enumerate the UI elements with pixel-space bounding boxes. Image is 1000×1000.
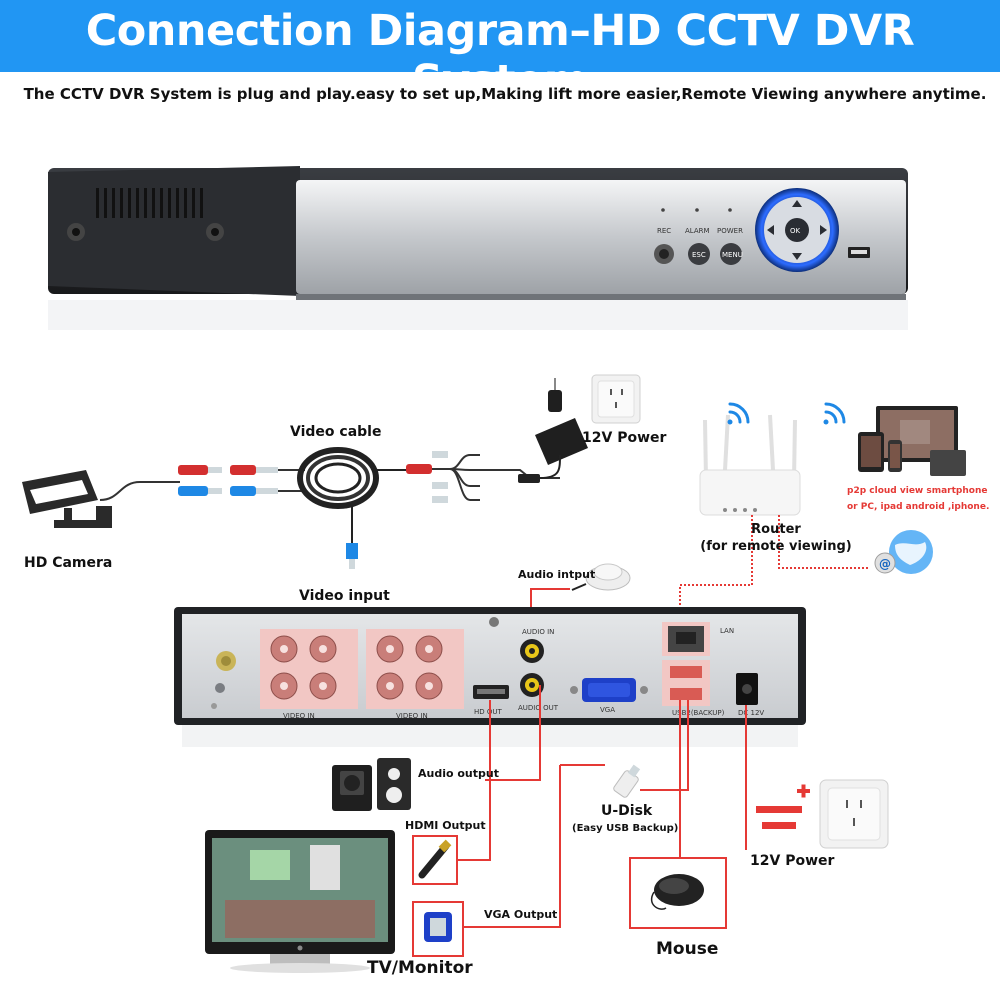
tv-monitor-label: TV/Monitor [367, 958, 473, 978]
rec-label: REC [657, 227, 671, 235]
lan-label: LAN [720, 627, 734, 635]
vga-label: VGA [600, 706, 615, 714]
microphone-icon [571, 563, 631, 591]
down-arrow-icon [792, 253, 802, 260]
video-cable-label: Video cable [290, 424, 382, 440]
alarm-label: ALARM [685, 227, 710, 235]
svg-text:@: @ [879, 557, 891, 571]
navigation-control-ring[interactable]: OK [755, 188, 839, 272]
audio-output-label: Audio output [418, 767, 499, 780]
left-arrow-icon [767, 225, 774, 235]
power-adapter-icon [535, 378, 588, 479]
video-in-label-b: VIDEO IN [396, 712, 428, 720]
dvr-rear-panel: VIDEO IN VIDEO IN AUDIO IN AUDIO OUT HD … [174, 607, 806, 747]
router-icon [699, 414, 801, 516]
mouse-icon [629, 857, 727, 929]
hd-out-label: HD OUT [474, 708, 503, 716]
audio-input-label: Audio intput [518, 568, 596, 581]
rec-led [661, 208, 665, 212]
wifi-icon [823, 402, 846, 425]
vga-output-label: VGA Output [484, 908, 558, 921]
power-label-bottom: 12V Power [750, 853, 835, 869]
video-cable-coil [297, 447, 410, 569]
video-in-label-a: VIDEO IN [283, 712, 315, 720]
page-title: Connection Diagram–HD CCTV DVR System [85, 6, 915, 106]
udisk-label: U-Disk [601, 803, 653, 819]
right-arrow-icon [820, 225, 827, 235]
page-subtitle: The CCTV DVR System is plug and play.eas… [23, 85, 987, 103]
monitor-icon [205, 830, 395, 973]
menu-button[interactable]: MENU [720, 243, 743, 265]
hdmi-plug-icon [412, 835, 458, 885]
hd-camera-label: HD Camera [24, 555, 113, 571]
vga-plug-icon [412, 901, 464, 957]
dc-label: DC 12V [738, 709, 764, 717]
globe-icon: @ [874, 530, 933, 574]
esc-button[interactable]: ESC [688, 243, 710, 265]
router-sublabel: (for remote viewing) [700, 539, 852, 554]
wall-socket-icon [819, 779, 889, 849]
power-led [728, 208, 732, 212]
svg-text:ESC: ESC [692, 251, 706, 259]
udisk-sublabel: (Easy USB Backup) [572, 823, 679, 834]
power-label: POWER [717, 227, 743, 235]
alarm-led [695, 208, 699, 212]
p2p-line-1: p2p cloud view smartphone [847, 486, 988, 496]
usb-drive-icon [613, 764, 641, 798]
audio-out-label: AUDIO OUT [518, 704, 559, 712]
router-label: Router [751, 522, 801, 537]
audio-in-label: AUDIO IN [522, 628, 554, 636]
usb-label: USB2(BACKUP) [672, 709, 725, 717]
splitter-connectors [406, 451, 560, 503]
wall-socket-icon [591, 374, 641, 424]
speaker-icon [332, 758, 411, 811]
mouse-label: Mouse [656, 939, 719, 959]
video-input-label: Video input [299, 588, 390, 604]
svg-text:MENU: MENU [722, 251, 743, 259]
power-label-top: 12V Power [582, 430, 667, 446]
devices-icon [858, 406, 966, 476]
camera-pigtail-connectors [178, 465, 305, 496]
ok-label: OK [790, 227, 801, 235]
hdmi-output-label: HDMI Output [405, 819, 486, 832]
dvr-front-unit: REC ALARM POWER ESC MENU OK [48, 166, 908, 300]
p2p-line-2: or PC, ipad android ,iphone. [847, 502, 990, 512]
up-arrow-icon [792, 200, 802, 207]
cctv-camera-icon [22, 470, 112, 528]
title-banner [0, 0, 1000, 72]
wifi-icon [727, 402, 750, 425]
dc-polarity-icon [756, 784, 810, 829]
